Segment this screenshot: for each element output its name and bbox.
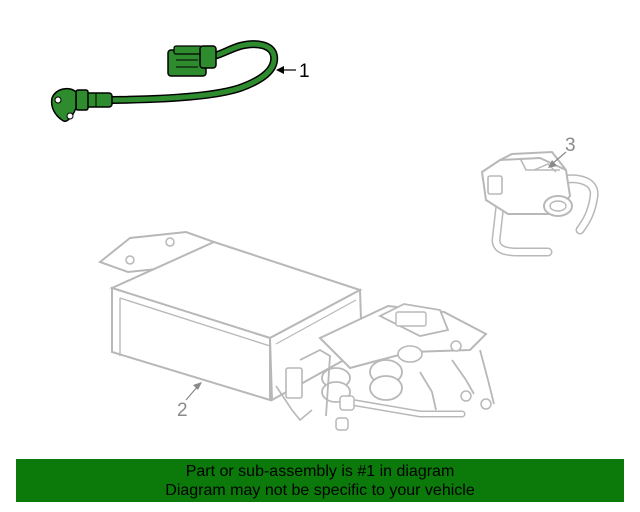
callout-3-leader — [548, 151, 567, 168]
part-1-cable-fill — [92, 41, 277, 103]
callout-2-leader — [185, 382, 202, 401]
callout-1-label[interactable]: 1 — [299, 61, 310, 82]
part-2-vapor-canister[interactable] — [97, 230, 364, 422]
canister-valve-assembly — [299, 303, 495, 431]
part-1-oxygen-sensor[interactable] — [50, 40, 279, 122]
banner-line-2: Diagram may not be specific to your vehi… — [165, 482, 475, 499]
part-3-vent-valve[interactable] — [480, 150, 599, 257]
parts-diagram: 1 2 3 — [50, 40, 599, 431]
callout-1-leader — [276, 66, 296, 74]
part-1-connector — [167, 45, 217, 77]
diagram-notice-banner: Part or sub-assembly is #1 in diagram Di… — [16, 459, 624, 502]
callout-2-label[interactable]: 2 — [177, 400, 188, 421]
part-1-sensor-body — [50, 87, 113, 122]
callout-3-label[interactable]: 3 — [565, 135, 576, 156]
banner-line-1: Part or sub-assembly is #1 in diagram — [185, 463, 455, 480]
